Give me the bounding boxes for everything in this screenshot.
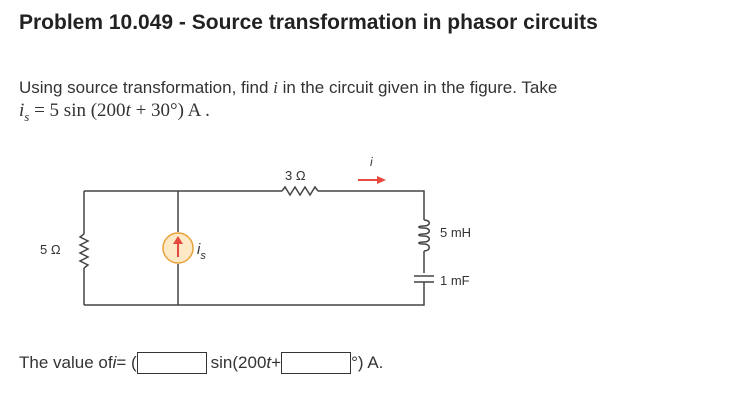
resistor-left [78,233,90,269]
prompt-text-after: in the circuit given in the figure. Take [277,78,558,97]
inductor [418,219,430,252]
formula-eq: = 5 sin (200 [29,100,126,121]
answer-var: i [112,353,117,372]
answer-suffix: °) A. [351,353,384,372]
answer-mid-text: sin(200 [210,353,267,372]
source-label: is [197,241,206,262]
amplitude-input[interactable] [136,352,207,374]
formula-lhs-sub: s [24,108,30,124]
problem-title: Problem 10.049 - Source transformation i… [19,11,598,34]
resistor-top-label: 3 Ω [285,168,306,183]
source-formula: is = 5 sin (200t + 30°) A . [19,100,210,125]
wire-bottom [84,285,425,306]
formula-t: t [125,100,131,121]
resistor-top [281,185,319,197]
inductor-label: 5 mH [440,225,471,240]
resistor-left-label: 5 Ω [40,242,61,257]
prompt-variable: i [273,78,278,97]
wire-top-right [318,190,425,220]
prompt-text-before: Using source transformation, find [19,78,274,97]
formula-rest: + 30°) A . [130,100,210,121]
problem-prompt: Using source transformation, find i in t… [19,78,557,98]
answer-mid-t: t [266,353,272,372]
answer-prefix: The value of [19,353,113,372]
answer-eq-paren: = ( [116,353,137,372]
formula-lhs-var: i [19,100,25,121]
current-source-arrow [173,236,183,244]
current-label: i [370,155,373,169]
capacitor-label: 1 mF [440,273,470,288]
phase-input[interactable] [281,352,352,374]
answer-mid-plus: + [271,353,282,372]
